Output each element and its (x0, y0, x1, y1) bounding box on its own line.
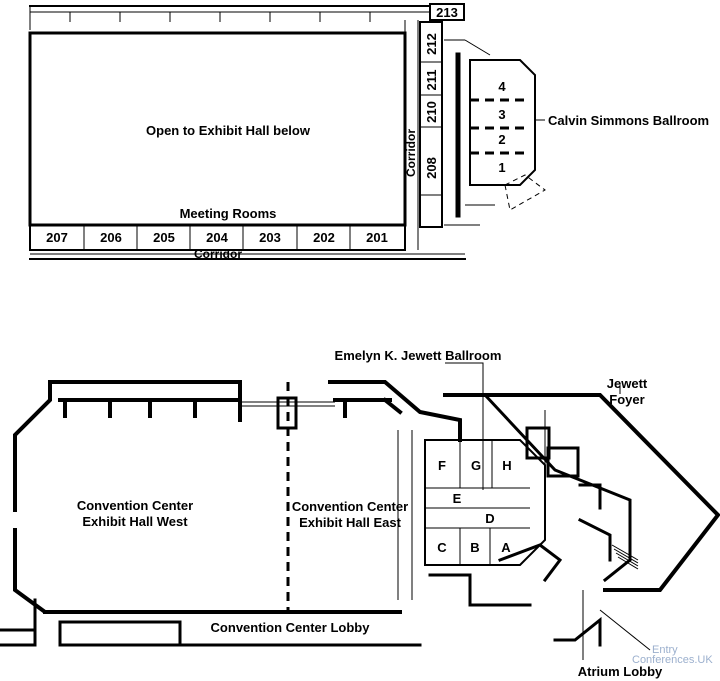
hall-column (276, 396, 298, 430)
jewett-foyer-label-1: Jewett (607, 376, 648, 391)
room-207: 207 (46, 230, 68, 245)
room-203: 203 (259, 230, 281, 245)
room-208: 208 (424, 157, 439, 179)
exhibit-hall-opening-label: Open to Exhibit Hall below (146, 123, 311, 138)
stairs (611, 544, 639, 570)
ballroom-section-1: 1 (498, 160, 505, 175)
meeting-room-dividers (83, 225, 351, 250)
room-213: 213 (436, 5, 458, 20)
exhibit-hall-west-outline (13, 380, 242, 614)
room-206: 206 (100, 230, 122, 245)
room-202: 202 (313, 230, 335, 245)
meeting-room-labels: 207 206 205 204 203 202 201 (46, 230, 388, 245)
jewett-foyer-outline (443, 393, 720, 592)
room-211: 211 (424, 70, 439, 91)
jewett-section-c: C (437, 540, 447, 555)
calvin-simmons-ballroom-outline (469, 59, 536, 186)
jewett-ballroom-label: Emelyn K. Jewett Ballroom (335, 348, 502, 363)
hall-east-label-2: Exhibit Hall East (299, 515, 402, 530)
hall-west-label-2: Exhibit Hall West (82, 514, 188, 529)
watermark-line1: Entry (652, 644, 678, 656)
jewett-foyer-label-2: Foyer (609, 392, 644, 407)
ballroom-section-4: 4 (498, 79, 506, 94)
jewett-section-a: A (501, 540, 511, 555)
corridor-bottom-label: Corridor (194, 247, 242, 261)
upper-level: Open to Exhibit Hall below Meeting Rooms… (28, 3, 709, 261)
watermark: Entry Conferences.UK (632, 644, 713, 666)
jewett-section-b: B (470, 540, 479, 555)
lower-level: Convention Center Lobby Convention Cente… (0, 348, 720, 679)
jewett-section-h: H (502, 458, 511, 473)
room-212: 212 (424, 33, 439, 55)
calvin-simmons-ballroom-label: Calvin Simmons Ballroom (548, 113, 709, 128)
jewett-section-g: G (471, 458, 481, 473)
west-hall-booth-dashes (63, 398, 197, 418)
meeting-rooms-title: Meeting Rooms (180, 206, 277, 221)
room-204: 204 (206, 230, 228, 245)
jewett-section-e: E (453, 491, 462, 506)
room-205: 205 (153, 230, 175, 245)
watermark-line2: Conferences.UK (632, 654, 713, 666)
jewett-ballroom-outline (424, 439, 546, 566)
room-210: 210 (424, 101, 439, 123)
atrium-lobby-label: Atrium Lobby (578, 664, 663, 679)
hall-east-label-1: Convention Center (292, 499, 408, 514)
hall-west-label-1: Convention Center (77, 498, 193, 513)
top-wall-ticks (69, 12, 371, 22)
jewett-section-d: D (485, 511, 494, 526)
foyer-room-1 (525, 426, 551, 460)
ballroom-section-2: 2 (498, 132, 505, 147)
side-rooms-column (419, 21, 443, 228)
foyer-room-2 (546, 446, 580, 478)
room-201: 201 (366, 230, 388, 245)
ballroom-section-3: 3 (498, 107, 505, 122)
corridor-side-label: Corridor (404, 129, 418, 177)
lobby-label: Convention Center Lobby (211, 620, 371, 635)
jewett-section-f: F (438, 458, 446, 473)
room-213-box (429, 3, 465, 21)
